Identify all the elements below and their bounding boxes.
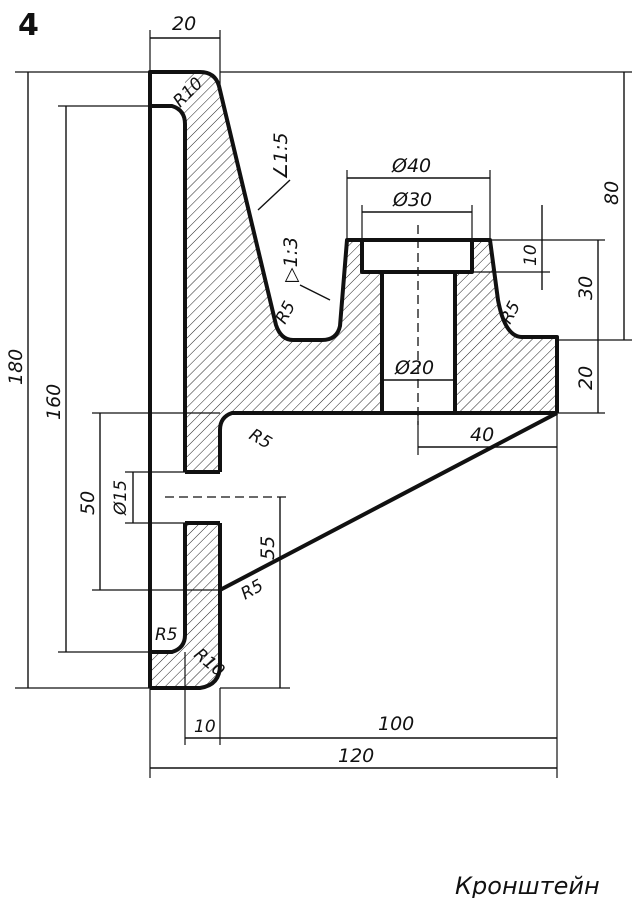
dim-hub-outer: Ø40 xyxy=(391,155,431,177)
dim-rib-length: 100 xyxy=(378,713,414,735)
dim-counterbore-depth: 10 xyxy=(521,244,541,266)
dim-wall-thickness: 10 xyxy=(194,717,216,737)
drawing-caption: Кронштейн xyxy=(455,872,600,898)
section-hatching xyxy=(150,72,557,688)
dim-side-hole: Ø15 xyxy=(111,480,131,516)
dim-width-total: 120 xyxy=(338,745,374,767)
dim-height-inner: 160 xyxy=(43,384,65,420)
dim-lower-hole-span: 50 xyxy=(77,491,99,515)
dim-counterbore: Ø30 xyxy=(392,189,432,211)
taper-hub: ▷1:3 xyxy=(280,237,302,282)
dim-top-width: 20 xyxy=(172,13,196,35)
dim-bore: Ø20 xyxy=(394,357,434,379)
part-outline xyxy=(148,70,559,690)
radius-inner-bottom: R5 xyxy=(155,625,178,645)
dim-height-total: 180 xyxy=(5,349,27,385)
dim-hub-offset: 40 xyxy=(470,424,494,446)
dim-height-right: 80 xyxy=(601,181,623,205)
figure-number: 4 xyxy=(18,8,39,43)
dim-base-thickness: 20 xyxy=(575,366,597,390)
dim-hub-height: 30 xyxy=(575,276,597,300)
taper-rib-slope: ∠1:5 xyxy=(270,132,292,180)
dim-lower-slope-height: 55 xyxy=(257,536,279,560)
dimension-lines xyxy=(15,30,632,778)
radius-base-fillet: R5 xyxy=(246,425,276,454)
center-lines xyxy=(165,225,419,498)
